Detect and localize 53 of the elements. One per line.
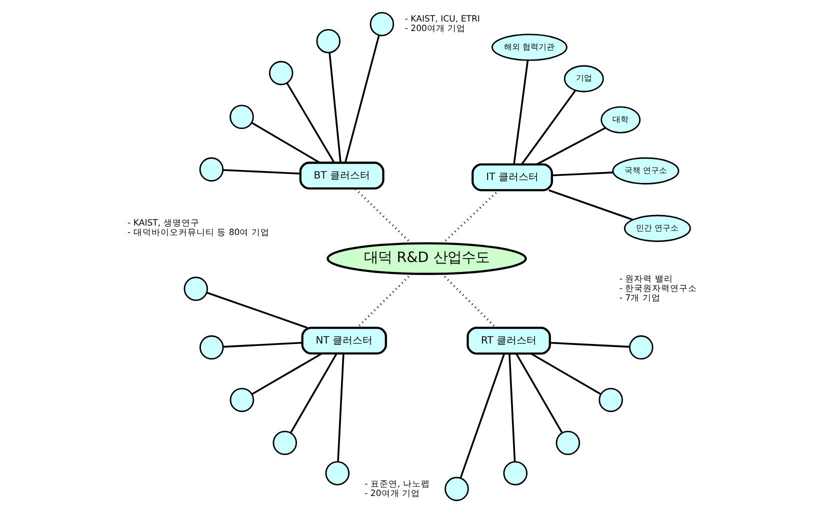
connector [354, 188, 412, 244]
node-circle [198, 157, 224, 182]
node-circle [268, 60, 293, 86]
connector [520, 90, 576, 165]
node-box: NT 클러스터 [300, 326, 386, 355]
node-label: - KAIST, 생명연구 [127, 218, 199, 229]
connector [548, 189, 633, 221]
node-circle [444, 476, 468, 502]
node-circle [229, 104, 254, 130]
connector [356, 272, 412, 328]
connector [289, 353, 337, 434]
node-circle [598, 388, 622, 412]
node-label: - 200여개 기업 [404, 24, 466, 34]
connector [250, 122, 320, 164]
node-label: - 표준연, 나노펩 [364, 480, 430, 490]
connector [549, 342, 630, 348]
connector [441, 189, 499, 244]
node-circle [229, 388, 254, 412]
connector [515, 353, 562, 434]
connector [440, 272, 496, 328]
node-circle [555, 430, 580, 456]
node-label: - 대덕바이오커뮤니티 등 80여 기업 [127, 228, 269, 238]
connector [328, 52, 341, 163]
node-circle [324, 461, 350, 486]
node-box: IT 클러스터 [471, 163, 552, 192]
node-circle [183, 276, 208, 301]
connector [336, 354, 344, 462]
node-ellipse: 대덕 R&D 산업수도 [326, 242, 526, 275]
node-circle [316, 28, 340, 54]
connector [222, 169, 300, 175]
node-label: - 20여개 기업 [364, 488, 420, 499]
node-circle [198, 335, 224, 360]
connector [344, 35, 380, 163]
connector [512, 60, 528, 165]
node-box: RT 클러스터 [466, 326, 550, 355]
connector [222, 342, 302, 348]
connector [251, 352, 322, 395]
connector [206, 292, 308, 329]
node-circle [502, 461, 527, 486]
node-circle [272, 430, 297, 456]
node-box: BT 클러스터 [298, 162, 384, 190]
connector [459, 353, 505, 478]
node-circle [628, 335, 653, 360]
connector [551, 172, 613, 176]
connector [536, 127, 606, 166]
node-label: - 원자력 밸리 [618, 274, 672, 285]
connector [508, 354, 516, 462]
connector [530, 352, 601, 395]
node-label: - KAIST, ICU, ETRI [404, 14, 480, 25]
node-circle [369, 12, 394, 36]
node-label: - 7개 기업 [618, 293, 660, 304]
node-label: - 한국원자력연구소 [618, 284, 697, 294]
connector [286, 82, 334, 164]
